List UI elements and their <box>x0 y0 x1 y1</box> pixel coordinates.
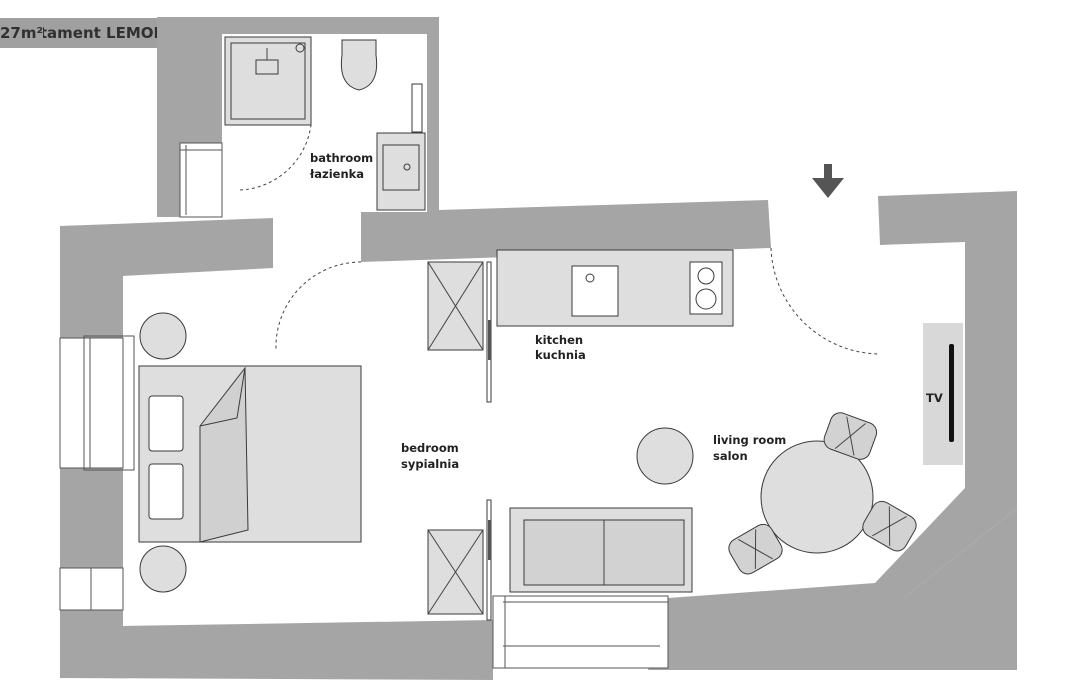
tv-screen <box>949 344 954 442</box>
bedroom-left-wall <box>60 468 123 568</box>
chair-right <box>862 500 917 552</box>
tv-label: TV <box>926 391 943 405</box>
bedroom-top-wall <box>60 218 273 346</box>
living-label-pl: salon <box>713 449 748 463</box>
nightstand-top <box>139 312 187 360</box>
kitchen-label-en: kitchen <box>535 333 583 347</box>
shower <box>224 36 312 126</box>
kitchen-sink <box>571 265 619 317</box>
bathroom-window <box>179 142 223 218</box>
kitchen-label-pl: kuchnia <box>535 348 586 362</box>
toilet <box>340 39 378 91</box>
bedroom-furniture <box>138 312 492 621</box>
cooktop <box>689 261 723 315</box>
nightstand-bottom <box>139 545 187 593</box>
chair-left <box>728 523 783 575</box>
right-upper-wall <box>875 191 1017 597</box>
chair-top <box>823 412 878 460</box>
pillow-top <box>148 395 184 452</box>
balcony-door <box>492 595 669 669</box>
kitchen-top-wall <box>361 200 771 262</box>
entrance-arrow-icon <box>812 164 844 198</box>
bathroom-fixtures <box>224 36 426 351</box>
bedroom-label-pl: sypialnia <box>401 457 459 471</box>
apartment-area-badge: 27m² <box>0 18 44 48</box>
bottom-right-wall <box>648 508 1017 670</box>
living-label-en: living room <box>713 433 786 447</box>
living-room-furniture <box>509 323 963 593</box>
bedroom-window <box>59 337 124 469</box>
bathroom-label-en: bathroom <box>310 151 373 165</box>
bathroom-sink <box>376 132 426 211</box>
walls <box>60 17 1017 680</box>
bathroom-label-pl: łazienka <box>309 167 364 181</box>
kitchen-fixtures <box>427 247 881 403</box>
pillow-bottom <box>148 463 184 520</box>
bedroom-label-en: bedroom <box>401 441 459 455</box>
bathroom-wall <box>157 17 439 217</box>
dining-table <box>760 440 874 554</box>
bottom-wall <box>60 610 493 680</box>
windows <box>59 142 669 669</box>
coffee-table <box>636 427 694 485</box>
tv-cabinet <box>923 323 963 465</box>
